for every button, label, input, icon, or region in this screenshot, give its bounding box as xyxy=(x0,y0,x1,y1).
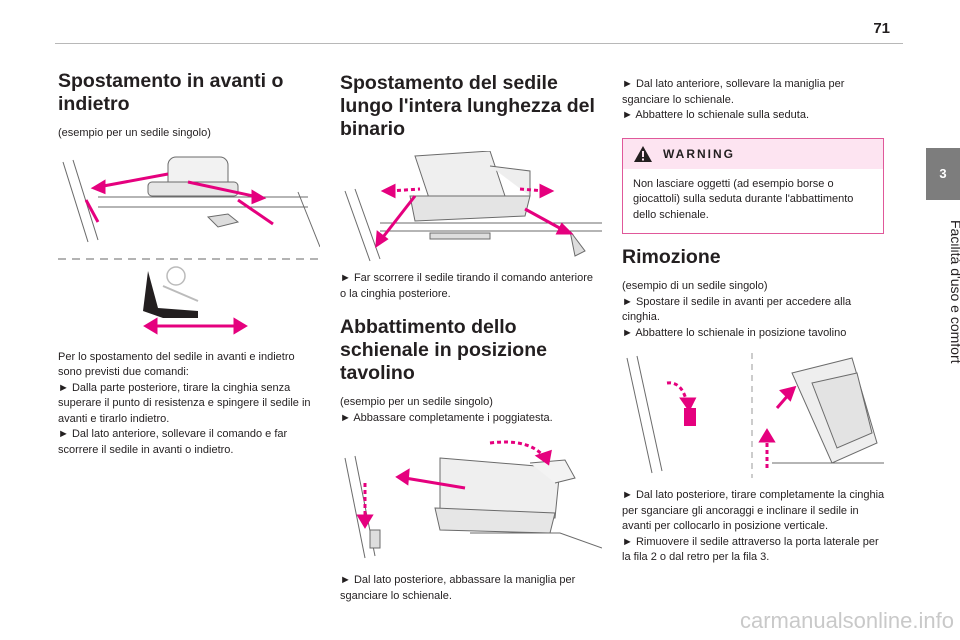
section-heading: Abbattimento dello schienale in posizion… xyxy=(340,316,547,384)
instruction-step: ► Dal lato posteriore, tirare completame… xyxy=(622,489,885,532)
warning-title: WARNING xyxy=(663,146,735,161)
dashed-divider xyxy=(58,257,320,260)
instruction-step: ► Dalla parte posteriore, tirare la cing… xyxy=(58,381,311,425)
seat-fold-illustration xyxy=(340,438,602,563)
instruction-step: ► Abbassare completamente i poggiatesta. xyxy=(340,411,553,424)
instruction-step: ► Dal lato posteriore, abbassare la mani… xyxy=(340,574,576,602)
instruction-step: ► Dal lato anteriore, sollevare la manig… xyxy=(622,78,845,106)
seat-rail-drawing xyxy=(62,156,320,247)
seat-full-rail-drawing xyxy=(344,151,602,262)
section-subtitle: (esempio per un sedile singolo) xyxy=(340,396,493,408)
instruction-step: ► Rimuovere il sedile attraverso la port… xyxy=(622,535,879,564)
seat-slide-illustration xyxy=(58,152,320,336)
instruction-step: ► Spostare il sedile in avanti per acced… xyxy=(622,295,852,324)
section-subtitle: (esempio per un sedile singolo) xyxy=(58,127,211,139)
section-heading: Spostamento del sedile lungo l'intera lu… xyxy=(340,72,595,140)
warning-header: WARNING xyxy=(623,138,883,169)
instruction-step: ► Abbattere lo schienale in posizione ta… xyxy=(622,326,847,339)
warning-triangle-icon xyxy=(634,145,652,162)
watermark: carmanualsonline.info xyxy=(739,608,954,633)
seat-removal-illustration xyxy=(622,353,884,478)
seat-icon-illustration xyxy=(143,265,248,335)
instruction-step: ► Far scorrere il sedile tirando il coma… xyxy=(340,272,593,300)
header-rule xyxy=(55,43,903,44)
instruction-step: ► Dal lato anteriore, sollevare il coman… xyxy=(58,428,288,456)
seat-fold-drawing xyxy=(344,440,602,559)
warning-box: WARNING Non lasciare oggetti (ad esempio… xyxy=(622,137,884,234)
instruction-step: ► Abbattere lo schienale sulla seduta. xyxy=(622,109,810,121)
section-subtitle: (esempio di un sedile singolo) xyxy=(622,280,768,292)
section-heading: Rimozione xyxy=(622,246,721,268)
section-heading: Spostamento in avanti o indietro xyxy=(58,70,284,115)
chapter-title: Facilità d'uso e comfort xyxy=(948,220,960,364)
chapter-tab[interactable]: 3 xyxy=(926,148,960,200)
warning-text: Non lasciare oggetti (ad esempio borse o… xyxy=(633,177,854,221)
page-number: 71 xyxy=(873,20,890,37)
column-1: Spostamento in avanti o indietro (esempi… xyxy=(58,70,320,458)
body-paragraph: Per lo spostamento del sedile in avanti … xyxy=(58,350,295,379)
seat-removal-drawing xyxy=(626,353,884,478)
column-3: ► Dal lato anteriore, sollevare la manig… xyxy=(622,77,886,566)
seat-rail-illustration xyxy=(340,151,602,263)
column-2: Spostamento del sedile lungo l'intera lu… xyxy=(340,72,602,604)
